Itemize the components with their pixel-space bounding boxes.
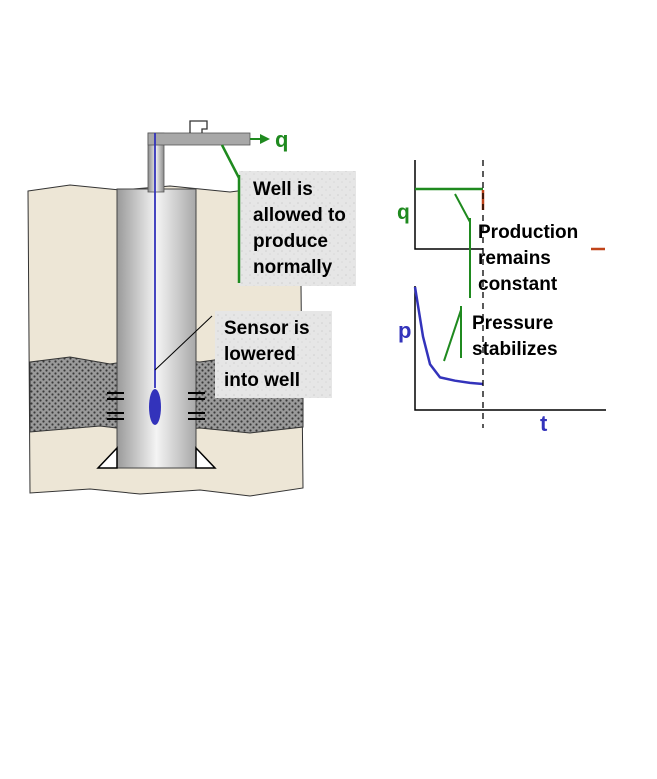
pressure-series-line xyxy=(413,286,484,386)
callout-pressure-leader xyxy=(443,306,462,362)
svg-text:Well is allowed to: Well is allowed to produce normally xyxy=(253,179,351,278)
callout-production-leader xyxy=(454,193,471,298)
packer-left xyxy=(96,446,118,469)
callout-sensor-line-1: Sensor is xyxy=(224,318,310,339)
callout-sensor: Sensor is lowered into well xyxy=(154,311,332,398)
rate-axis-label: q xyxy=(397,201,410,224)
rate-pressure-charts: q p t Production remains constant Pressu… xyxy=(397,160,606,436)
callout-well-line-1: Well is xyxy=(253,179,313,200)
callout-well-box xyxy=(239,171,356,286)
callout-pressure-line-2: stabilizes xyxy=(472,339,558,360)
packer-right xyxy=(195,446,217,469)
sensor-icon xyxy=(149,389,161,425)
callout-sensor-box xyxy=(215,311,332,398)
pressure-axes xyxy=(414,286,606,411)
callout-well-leader xyxy=(220,144,241,283)
callout-sensor-leader xyxy=(154,315,213,371)
callout-well-line-4: normally xyxy=(253,257,333,278)
svg-text:Sensor is lowered: Sensor is lowered into well xyxy=(224,318,315,391)
callout-sensor-line-2: lowered xyxy=(224,344,296,365)
callout-sensor-line-3: into well xyxy=(224,370,300,391)
callout-pressure: Pressure stabilizes xyxy=(443,306,559,362)
perforations xyxy=(107,392,205,420)
callout-production-line-2: remains xyxy=(478,248,551,269)
pressure-axis-label: p xyxy=(398,318,411,343)
valve-icon xyxy=(189,120,208,133)
callout-production-line-1: Production xyxy=(478,222,578,243)
flow-line xyxy=(147,132,251,146)
callout-pressure-line-1: Pressure xyxy=(472,313,553,334)
callout-well-line-3: produce xyxy=(253,231,328,252)
callout-production: Production remains constant xyxy=(454,193,584,298)
svg-text:Pressure stabilizes: Pressure stabilizes xyxy=(472,313,559,360)
flow-rate-label: q xyxy=(275,127,288,152)
callout-production-line-3: constant xyxy=(478,274,558,295)
time-axis-label: t xyxy=(540,411,548,436)
rate-axes xyxy=(414,160,483,250)
callout-well: Well is allowed to produce normally xyxy=(220,144,356,286)
flow-arrow-icon xyxy=(260,134,270,144)
svg-text:Production remains: Production remains constant xyxy=(478,222,584,295)
callout-well-line-2: allowed to xyxy=(253,205,346,226)
well-casing xyxy=(116,188,197,469)
well-schematic: q xyxy=(27,120,304,497)
